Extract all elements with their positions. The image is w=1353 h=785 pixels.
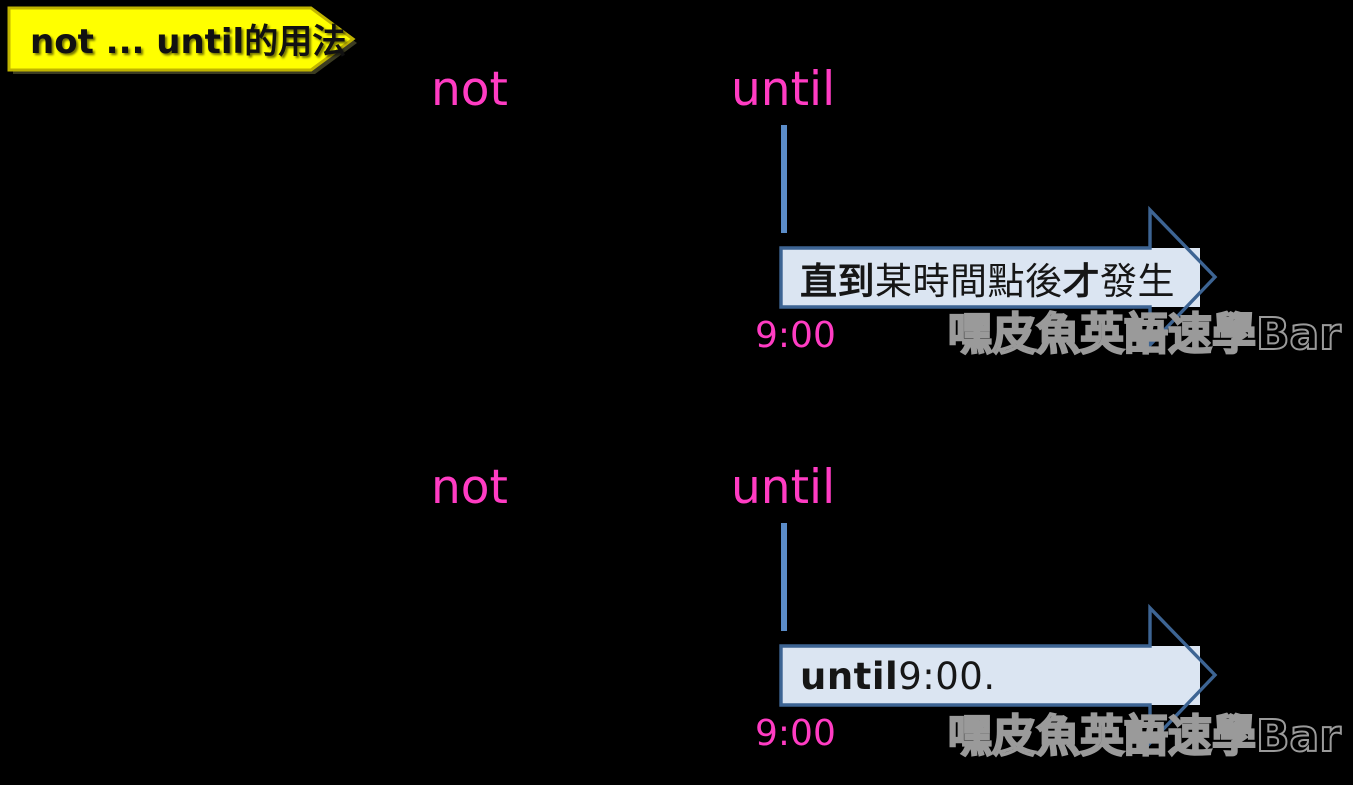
callout-text: 直到某時間點後才發生 <box>800 260 1175 303</box>
watermark-text: 嘿皮魚英語速學Bar <box>947 308 1342 361</box>
watermark-text: 嘿皮魚英語速學Bar <box>947 710 1342 763</box>
until-label: until <box>731 62 836 117</box>
timeline-tick-line <box>781 125 787 233</box>
section-until-meaning: not until 直到某時間點後才發生 9:00 <box>0 0 1353 392</box>
time-label: 9:00 <box>755 315 836 356</box>
not-label: not <box>431 62 508 117</box>
not-label: not <box>431 460 508 515</box>
callout-text: until 9:00. <box>800 654 996 698</box>
title-banner: not ... until的用法 <box>6 4 370 80</box>
time-label: 9:00 <box>755 713 836 754</box>
until-label: until <box>731 460 836 515</box>
timeline-tick-line <box>781 523 787 631</box>
section-until-example: not until until 9:00. 9:00 <box>0 398 1353 785</box>
right-arrow-outline-icon <box>779 603 1218 748</box>
callout-arrow-shape <box>779 603 1218 748</box>
callout-arrow-shape <box>779 205 1218 350</box>
title-banner-pentagon-shape <box>7 6 357 74</box>
right-arrow-outline-icon <box>779 205 1218 350</box>
page-title: not ... until的用法 <box>30 21 347 62</box>
callout-box-fill <box>781 248 1200 307</box>
callout-box-fill <box>781 646 1200 705</box>
